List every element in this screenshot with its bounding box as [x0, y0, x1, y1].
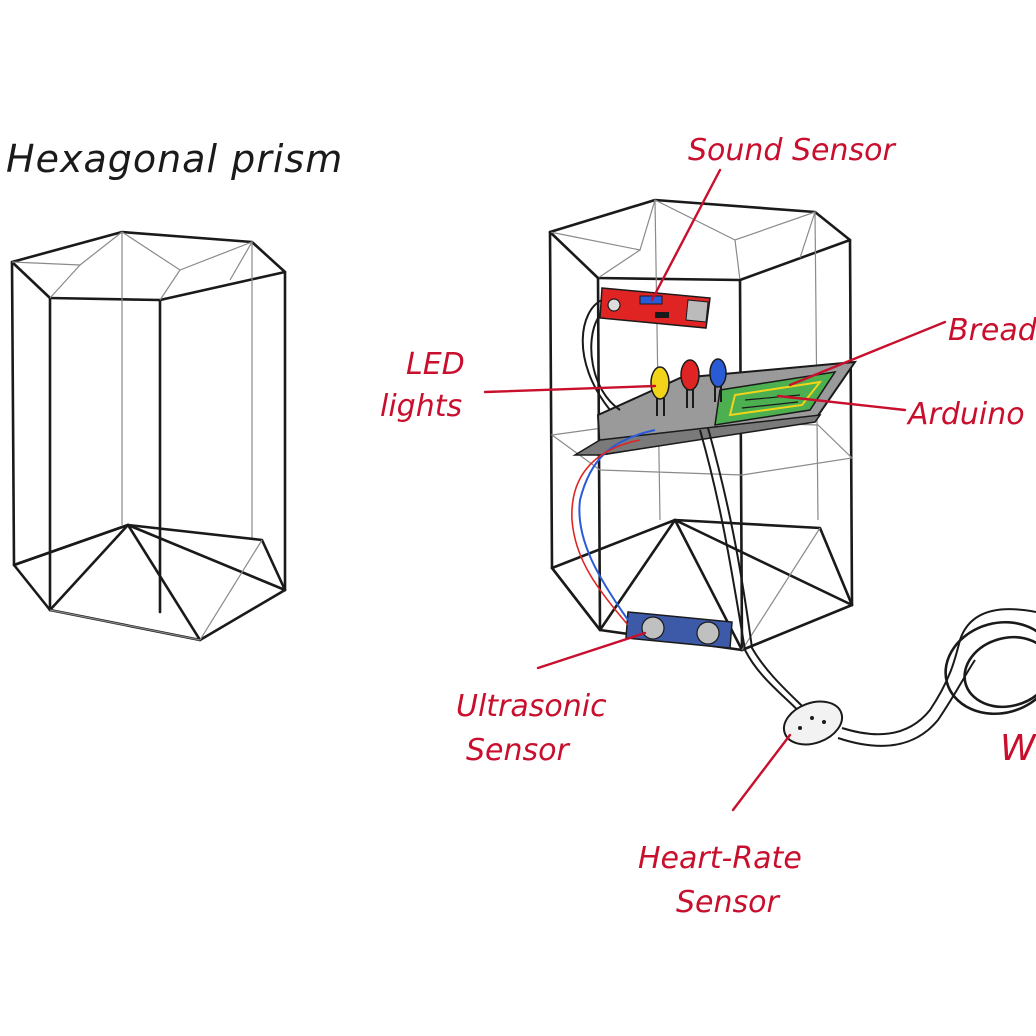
- label-heart-rate-line2: Sensor: [676, 885, 780, 920]
- label-wristband-partial: W: [1000, 728, 1036, 769]
- prism-title: Hexagonal prism: [6, 137, 343, 181]
- label-heart-rate-line1: Heart-Rate: [638, 841, 802, 876]
- hexagonal-prism-wireframe-icon: [10, 230, 287, 642]
- led-lights: [650, 358, 727, 416]
- label-led-line1: LED: [406, 347, 465, 382]
- heart-rate-sensor-icon: [782, 700, 844, 746]
- sound-sensor-module-icon: [599, 287, 711, 329]
- label-sound-sensor: Sound Sensor: [688, 133, 897, 168]
- breadboard-icon: [714, 370, 837, 426]
- ultrasonic-sensor-icon: [625, 611, 733, 649]
- label-ultrasonic-line1: Ultrasonic: [456, 689, 607, 724]
- led-yellow-icon: [650, 366, 670, 416]
- led-red-icon: [680, 359, 700, 408]
- device-prism-wireframe-icon: [548, 198, 854, 652]
- led-blue-icon: [709, 358, 727, 402]
- label-ultrasonic-line2: Sensor: [466, 733, 570, 768]
- wiring: [571, 299, 813, 719]
- wristband-loop-icon: [837, 608, 1036, 747]
- label-led-line2: lights: [380, 389, 462, 424]
- label-breadboard: Breadb: [948, 313, 1036, 348]
- label-arduino: Arduino: [906, 397, 1025, 432]
